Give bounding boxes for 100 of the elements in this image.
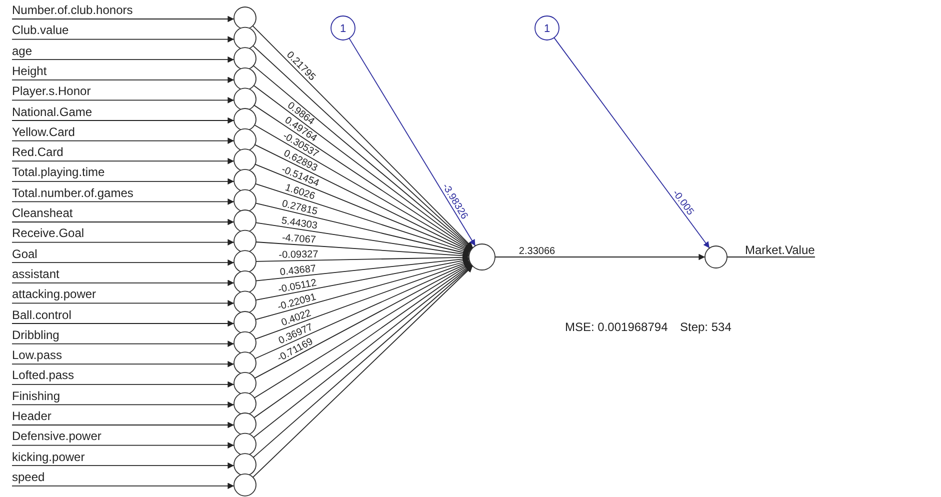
neuron-circle	[234, 230, 256, 253]
variable-label: kicking.power	[12, 450, 85, 466]
neuron-circle	[234, 270, 256, 294]
variable-label: Market.Value	[745, 243, 815, 259]
variable-label: Number.of.club.honors	[12, 3, 133, 19]
arrow	[12, 381, 234, 388]
arrow	[12, 462, 234, 469]
neuron-circle	[234, 47, 256, 70]
variable-label: Low.pass	[12, 348, 62, 364]
neuron-circle	[234, 148, 256, 172]
arrow	[12, 360, 234, 368]
variable-label: assistant	[12, 266, 60, 283]
neuron-circle	[234, 210, 256, 232]
variable-label: attacking.power	[12, 287, 96, 304]
arrow	[254, 260, 470, 340]
edge-label: 2.33066	[518, 246, 556, 257]
arrow	[12, 259, 234, 266]
variable-label: Cleansheat	[12, 206, 73, 222]
connector-line	[726, 256, 816, 258]
variable-label: speed	[12, 470, 45, 486]
arrow	[254, 144, 471, 252]
arrow	[12, 76, 234, 84]
neuron-circle	[234, 290, 256, 314]
variable-label: Red.Card	[12, 145, 64, 162]
variable-label: Receive.Goal	[12, 226, 84, 242]
edge-label: 0.43687	[279, 263, 317, 278]
variable-label: Defensive.power	[12, 429, 102, 446]
variable-label: Ball.control	[12, 308, 72, 324]
bias-node: 1	[534, 16, 560, 40]
arrow	[12, 422, 234, 428]
arrow	[12, 56, 234, 63]
edge-label: -0.09327	[278, 249, 318, 261]
variable-label: age	[12, 44, 32, 60]
arrow	[255, 257, 470, 301]
arrow	[255, 183, 470, 254]
neuron-circle	[234, 6, 256, 30]
neuron-circle	[234, 412, 256, 436]
arrow	[554, 37, 710, 249]
neuron-circle	[234, 311, 256, 334]
arrow	[12, 36, 234, 42]
variable-label: Goal	[12, 246, 38, 263]
variable-label: Finishing	[12, 388, 60, 405]
neuron-circle	[234, 432, 256, 456]
arrow	[12, 198, 234, 205]
edge-label: 5.44303	[280, 216, 318, 232]
neuron-circle	[234, 250, 256, 274]
arrow	[12, 280, 234, 286]
arrow	[255, 256, 470, 282]
arrow	[12, 340, 234, 347]
neuron-circle	[234, 67, 256, 90]
arrow	[255, 202, 470, 256]
variable-label: Total.playing.time	[12, 165, 105, 182]
arrow	[254, 262, 471, 360]
arrow	[12, 300, 234, 306]
arrow	[12, 158, 234, 164]
neuron-circle	[234, 473, 256, 496]
edge-label: -4.7067	[282, 232, 316, 246]
variable-label: Dribbling	[12, 328, 60, 344]
edge-label: 0.27815	[280, 198, 319, 218]
variable-label: Height	[12, 64, 47, 80]
arrow	[12, 402, 234, 408]
arrow	[12, 138, 234, 144]
arrow	[256, 242, 470, 259]
arrow	[12, 320, 234, 327]
neuron-circle	[234, 352, 256, 375]
neuron-circle	[234, 128, 256, 152]
neuron-circle	[234, 372, 256, 395]
arrow	[12, 239, 234, 246]
arrow	[255, 259, 470, 320]
neuron-circle	[234, 88, 256, 111]
neuron-circle	[234, 189, 256, 212]
arrow	[255, 222, 470, 258]
arrow	[12, 16, 234, 22]
variable-label: Header	[12, 409, 52, 425]
variable-label: Club.value	[12, 23, 69, 40]
arrow	[254, 164, 470, 253]
arrow	[12, 117, 234, 124]
variable-label: Yellow.Card	[12, 124, 75, 141]
neuron-circle	[234, 392, 256, 416]
training-stat: Step: 534	[680, 320, 732, 334]
arrow	[12, 442, 234, 448]
arrow	[12, 218, 234, 226]
variable-label: Total.number.of.games	[12, 186, 134, 202]
variable-label: Player.s.Honor	[12, 84, 91, 100]
neuron-circle	[704, 246, 728, 268]
arrow	[254, 262, 471, 379]
arrow	[348, 38, 476, 246]
arrow	[494, 254, 706, 260]
neuron-circle	[234, 108, 256, 131]
arrow	[12, 178, 234, 185]
neuron-circle	[234, 453, 256, 476]
neuron-circle	[234, 168, 256, 192]
neuron-circle	[468, 244, 496, 270]
training-stat: MSE: 0.001968794	[565, 320, 668, 334]
neuron-circle	[234, 26, 256, 50]
arrow	[256, 254, 470, 262]
arrow	[12, 97, 234, 104]
arrow	[12, 482, 234, 490]
bias-node: 1	[330, 16, 356, 40]
variable-label: National.Game	[12, 104, 92, 120]
